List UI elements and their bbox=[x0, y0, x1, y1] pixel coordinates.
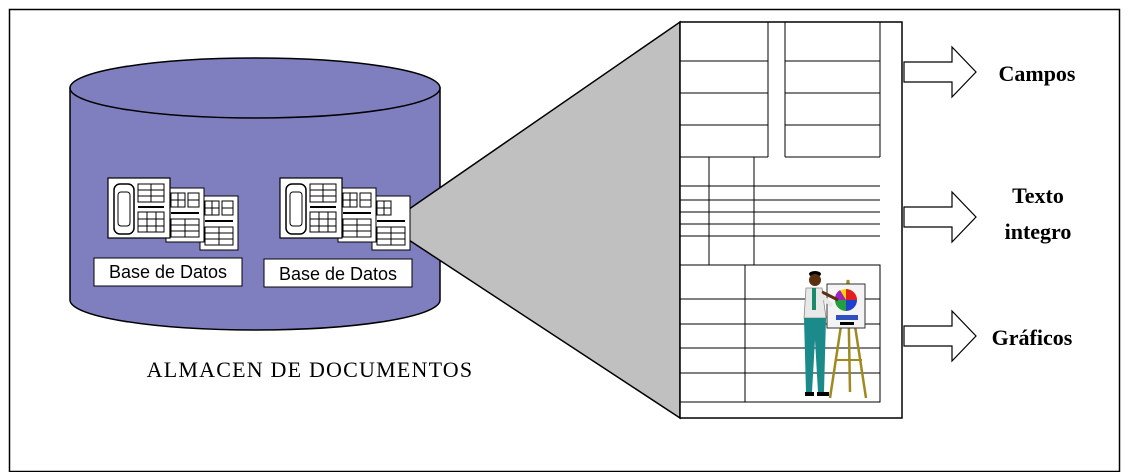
database-label-box bbox=[93, 257, 243, 287]
document-stack-icon bbox=[107, 177, 239, 251]
database-label: Base de Datos bbox=[279, 264, 397, 284]
text-section bbox=[680, 157, 880, 265]
painter-at-easel-icon bbox=[803, 271, 868, 399]
arrow-right-icon bbox=[903, 45, 977, 99]
output-label-fields: Campos bbox=[998, 61, 1075, 86]
output-label-fulltext: Texto bbox=[1012, 183, 1064, 208]
output-label-fulltext: integro bbox=[1005, 219, 1072, 244]
output-label-graphics: Gráficos bbox=[992, 325, 1073, 350]
fields-section bbox=[680, 22, 881, 158]
document-page bbox=[679, 21, 903, 419]
document-stack-icon bbox=[279, 177, 411, 251]
database-label-box bbox=[263, 258, 413, 288]
arrow-right-icon bbox=[903, 190, 977, 244]
database-label: Base de Datos bbox=[109, 262, 227, 282]
store-caption: ALMACEN DE DOCUMENTOS bbox=[147, 357, 474, 382]
arrow-right-icon bbox=[903, 309, 977, 363]
